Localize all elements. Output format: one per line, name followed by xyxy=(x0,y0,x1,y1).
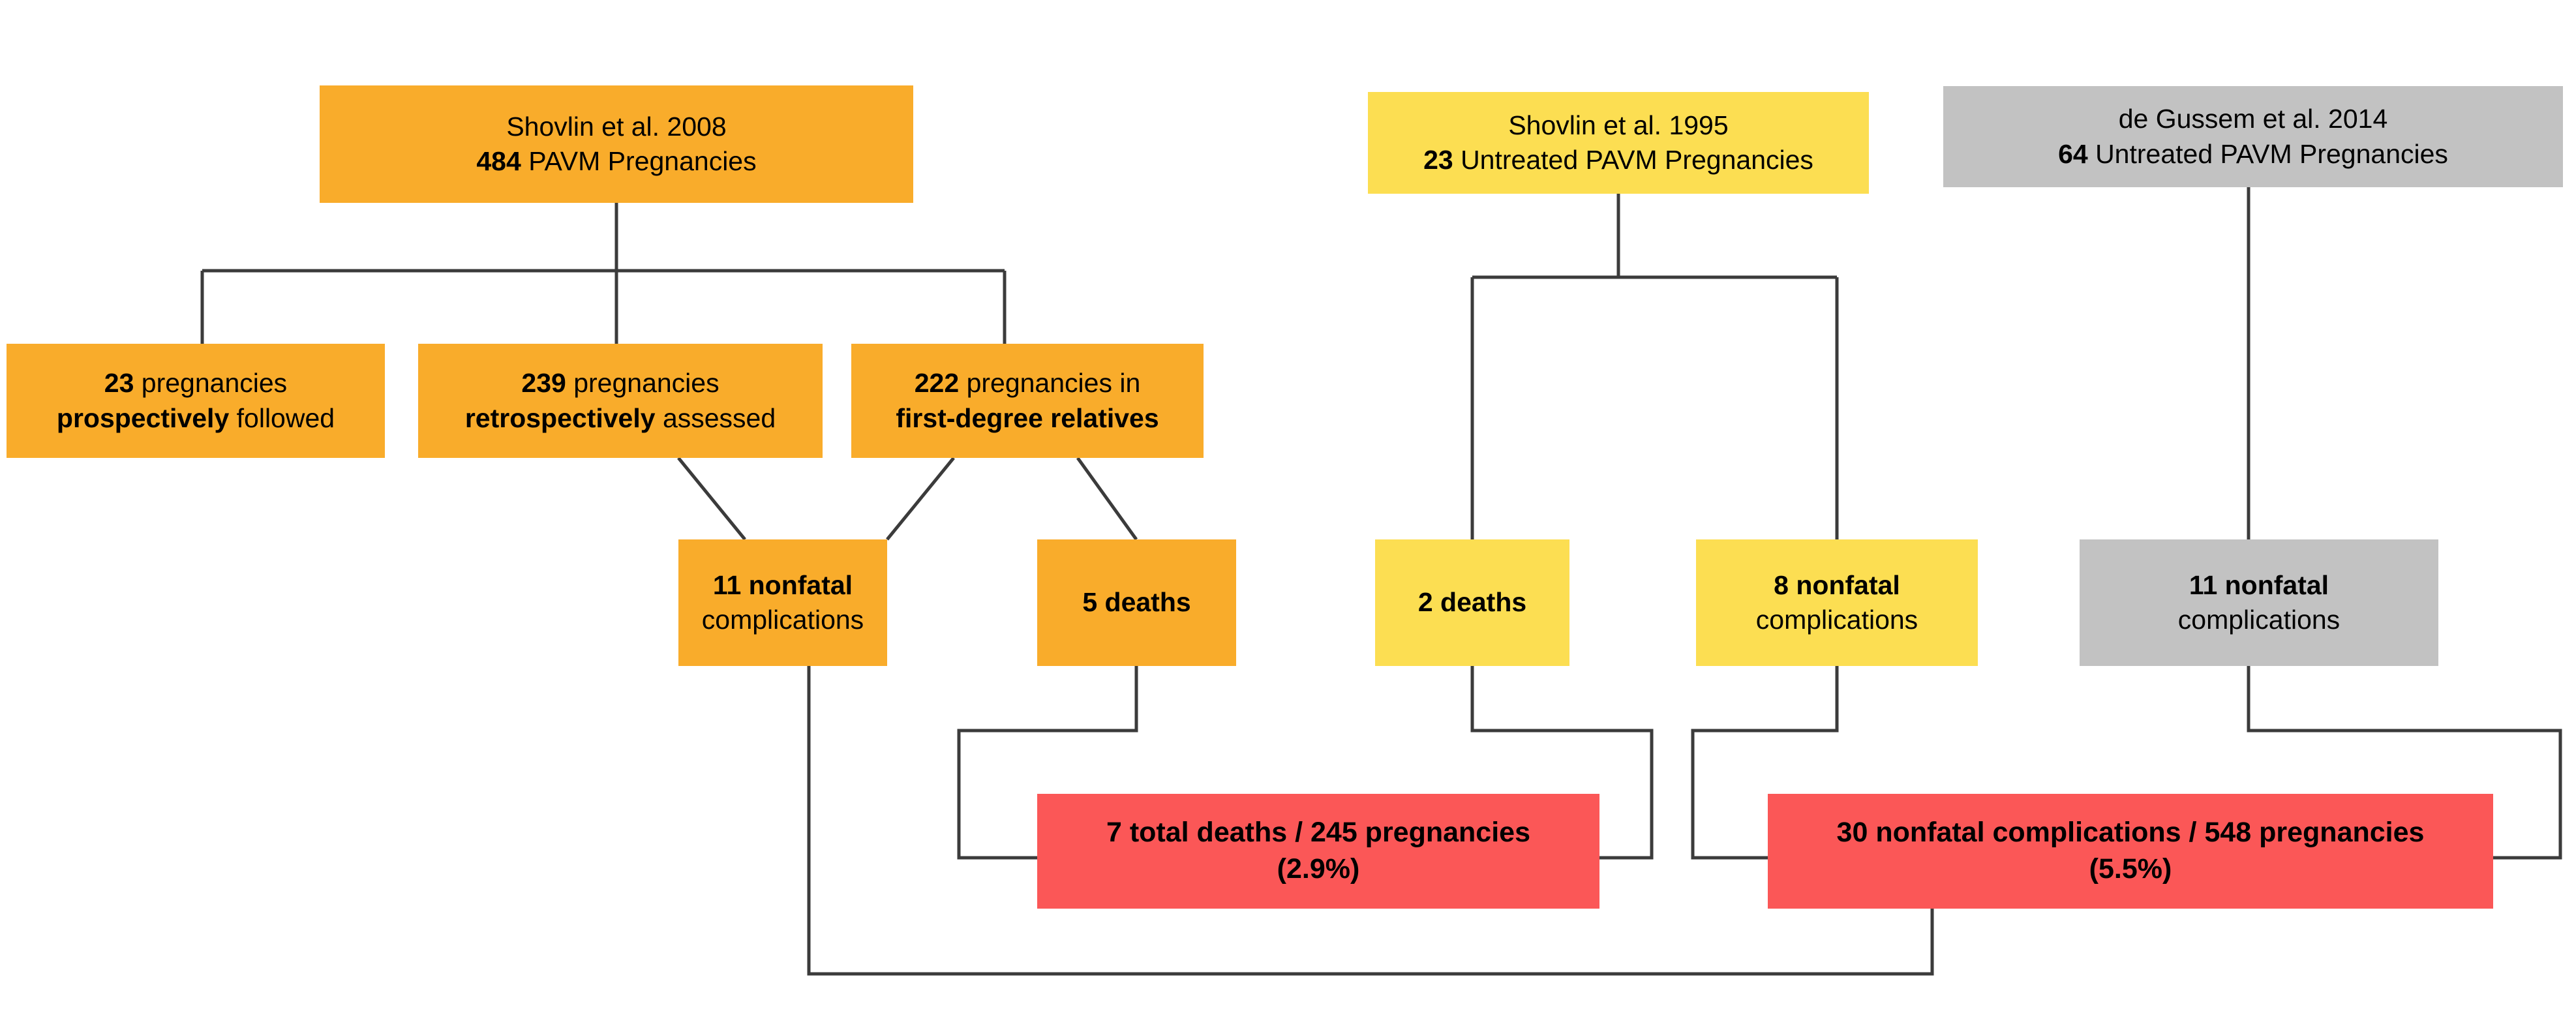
total-nonfatal-line1: 30 nonfatal complications / 548 pregnanc… xyxy=(1836,817,2425,849)
edge-retrospective-to-nonfatal11 xyxy=(677,457,746,541)
total-deaths-line1: 7 total deaths / 245 pregnancies xyxy=(1106,817,1531,849)
node-total-deaths-summary[interactable]: 7 total deaths / 245 pregnancies (2.9%) xyxy=(1037,794,1599,909)
nonfatal11-gray-line1: 11 nonfatal xyxy=(2189,569,2329,600)
degussem-line1: de Gussem et al. 2014 xyxy=(2118,104,2388,134)
node-de-gussem-2014[interactable]: de Gussem et al. 2014 64 Untreated PAVM … xyxy=(1943,86,2563,187)
retrospective-line1: 239 pregnancies xyxy=(521,368,720,399)
node-retrospectively-assessed[interactable]: 239 pregnancies retrospectively assessed xyxy=(418,344,823,458)
node-8-nonfatal-complications-yellow[interactable]: 8 nonfatal complications xyxy=(1696,539,1978,666)
nonfatal11-orange-line1: 11 nonfatal xyxy=(712,569,853,600)
node-2-deaths[interactable]: 2 deaths xyxy=(1375,539,1569,666)
shovlin2008-line2: 484 PAVM Pregnancies xyxy=(476,146,757,176)
nonfatal11-orange-line2: complications xyxy=(701,605,864,635)
prospective-line1: 23 pregnancies xyxy=(104,368,288,399)
node-shovlin-2008[interactable]: Shovlin et al. 2008 484 PAVM Pregnancies xyxy=(320,85,913,203)
node-11-nonfatal-complications-gray[interactable]: 11 nonfatal complications xyxy=(2080,539,2438,666)
nonfatal8-line2: complications xyxy=(1755,605,1918,635)
nonfatal8-line1: 8 nonfatal xyxy=(1774,569,1900,600)
total-deaths-line2: (2.9%) xyxy=(1277,853,1360,884)
retrospective-line2: retrospectively assessed xyxy=(464,402,776,433)
node-shovlin-1995[interactable]: Shovlin et al. 1995 23 Untreated PAVM Pr… xyxy=(1368,92,1869,194)
node-total-nonfatal-summary[interactable]: 30 nonfatal complications / 548 pregnanc… xyxy=(1768,794,2493,909)
firstdegree-line2: first-degree relatives xyxy=(896,402,1159,433)
nonfatal11-gray-line2: complications xyxy=(2177,605,2341,635)
deaths2-line1: 2 deaths xyxy=(1417,587,1527,618)
node-first-degree-relatives[interactable]: 222 pregnancies in first-degree relative… xyxy=(851,344,1204,458)
edge-shovlin1995-to-row3 xyxy=(1470,194,1839,539)
edge-firstdegree-to-nonfatal11 xyxy=(886,457,955,541)
degussem-line2: 64 Untreated PAVM Pregnancies xyxy=(2058,138,2448,169)
deaths5-line1: 5 deaths xyxy=(1082,587,1191,618)
total-nonfatal-line2: (5.5%) xyxy=(2089,853,2172,884)
shovlin1995-line1: Shovlin et al. 1995 xyxy=(1508,110,1729,140)
prospective-line2: prospectively followed xyxy=(56,402,335,433)
firstdegree-line1: 222 pregnancies in xyxy=(914,368,1141,399)
edge-shovlin2008-to-row2 xyxy=(200,203,1007,344)
node-5-deaths[interactable]: 5 deaths xyxy=(1037,539,1236,666)
node-prospectively-followed[interactable]: 23 pregnancies prospectively followed xyxy=(7,344,385,458)
node-11-nonfatal-complications-orange[interactable]: 11 nonfatal complications xyxy=(678,539,887,666)
shovlin2008-line1: Shovlin et al. 2008 xyxy=(506,111,727,142)
edge-firstdegree-to-deaths5 xyxy=(1076,457,1138,541)
shovlin1995-line2: 23 Untreated PAVM Pregnancies xyxy=(1423,145,1813,175)
